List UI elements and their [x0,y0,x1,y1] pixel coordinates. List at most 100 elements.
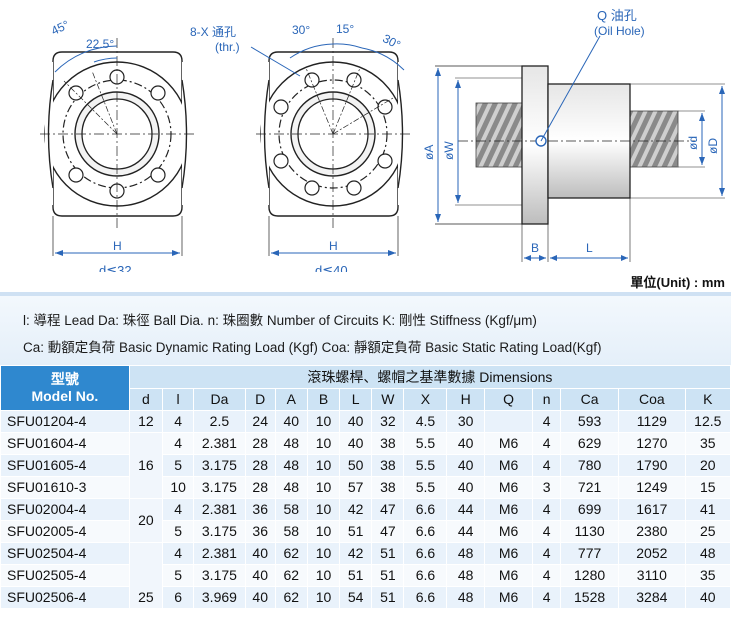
cell-ca: 1130 [560,520,620,543]
flange-front-view-small: 45° 22.5° H d≦32 [40,17,194,272]
cell-q: M6 [483,586,534,609]
model-header-zh: 型號 [50,371,79,387]
cell-q: M6 [483,564,534,587]
cell-coa: 2052 [618,542,686,565]
angle-22-5-label: 22.5° [86,37,114,51]
dimensions-title: 滾珠螺桿、螺帽之基準數據 Dimensions [128,365,731,389]
cell-L: 51 [339,564,373,587]
cell-b: 10 [306,520,341,543]
cell-n: 4 [532,498,562,521]
cell-ca: 777 [560,542,620,565]
cell-D: 36 [244,498,276,521]
col-header-b: B [306,388,341,411]
cell-k: 35 [684,432,731,455]
cell-da: 3.175 [193,476,246,499]
cell-w: 51 [371,542,405,565]
col-header-D: D [244,388,276,411]
cell-x: 4.5 [403,410,448,433]
dim-d-large-label: øD [706,138,720,154]
legend-line-2: Ca: 動額定負荷 Basic Dynamic Rating Load (Kgf… [23,340,602,355]
cell-h: 44 [446,520,485,543]
oil-hole-label: Q 油孔 [597,8,637,23]
cell-ca: 780 [560,454,620,477]
cell-L: 40 [339,410,373,433]
cell-x: 6.6 [403,498,448,521]
cell-l: 4 [162,542,195,565]
cell-da: 2.381 [193,432,246,455]
table-row: SFU02005-4 5 3.175 36 58 10 51 47 6.6 44… [0,520,731,543]
cell-a: 58 [274,498,308,521]
angle-15-label: 15° [336,22,354,36]
table-row: SFU02504-4 25 4 2.381 40 62 10 42 51 6.6… [0,542,731,609]
cell-D: 40 [244,564,276,587]
cell-coa: 1617 [618,498,686,521]
cell-D: 28 [244,432,276,455]
col-header-L: L [339,388,373,411]
cell-ca: 629 [560,432,620,455]
cell-L: 42 [339,498,373,521]
cell-a: 62 [274,564,308,587]
col-header-k: K [684,388,731,411]
unit-label: 單位(Unit) : mm [630,275,725,290]
cell-x: 5.5 [403,432,448,455]
cell-q [483,410,534,433]
col-header-q: Q [483,388,534,411]
cell-b: 10 [306,564,341,587]
cell-x: 5.5 [403,476,448,499]
cell-b: 10 [306,498,341,521]
col-header-h: H [446,388,485,411]
cell-q: M6 [483,476,534,499]
cell-coa: 1790 [618,454,686,477]
cell-b: 10 [306,586,341,609]
cell-x: 5.5 [403,454,448,477]
cell-l: 4 [162,410,195,433]
cell-d: 20 [128,498,164,543]
cell-da: 3.175 [193,564,246,587]
cell-model: SFU02004-4 [0,498,130,521]
col-header-a: A [274,388,308,411]
cell-coa: 3284 [618,586,686,609]
cell-k: 41 [684,498,731,521]
cell-a: 48 [274,454,308,477]
cell-x: 6.6 [403,542,448,565]
cell-q: M6 [483,542,534,565]
cell-a: 48 [274,476,308,499]
cell-L: 51 [339,520,373,543]
table-row: SFU02506-4 6 3.969 40 62 10 54 51 6.6 48… [0,586,731,609]
table-row: SFU01605-4 5 3.175 28 48 10 50 38 5.5 40… [0,454,731,477]
cell-coa: 3110 [618,564,686,587]
cell-ca: 1280 [560,564,620,587]
cell-n: 4 [532,432,562,455]
cell-coa: 1270 [618,432,686,455]
model-header: 型號 Model No. [0,365,130,411]
cell-coa: 1129 [618,410,686,433]
col-header-d: d [128,388,164,411]
caption-d-32: d≦32 [99,263,132,272]
cell-a: 62 [274,542,308,565]
oil-hole-label-en: (Oil Hole) [594,24,645,38]
cell-x: 6.6 [403,564,448,587]
cell-da: 3.969 [193,586,246,609]
cell-w: 38 [371,432,405,455]
col-header-da: Da [193,388,246,411]
angle-30-c-label: 30° [380,31,403,52]
cell-model: SFU01605-4 [0,454,130,477]
cell-x: 6.6 [403,586,448,609]
cell-h: 40 [446,454,485,477]
cell-b: 10 [306,542,341,565]
cell-w: 47 [371,498,405,521]
cell-D: 28 [244,454,276,477]
cell-b: 10 [306,410,341,433]
cell-w: 51 [371,564,405,587]
cell-d: 16 [128,432,164,499]
legend-line-1: l: 導程 Lead Da: 珠徑 Ball Dia. n: 珠圈數 Numbe… [23,313,537,328]
cell-coa: 2380 [618,520,686,543]
cell-n: 3 [532,476,562,499]
caption-d-40: d≦40 [315,263,348,272]
holes-label-en: (thr.) [215,40,240,54]
cell-a: 40 [274,410,308,433]
cell-n: 4 [532,564,562,587]
col-header-coa: Coa [618,388,686,411]
cell-L: 57 [339,476,373,499]
cell-w: 38 [371,454,405,477]
